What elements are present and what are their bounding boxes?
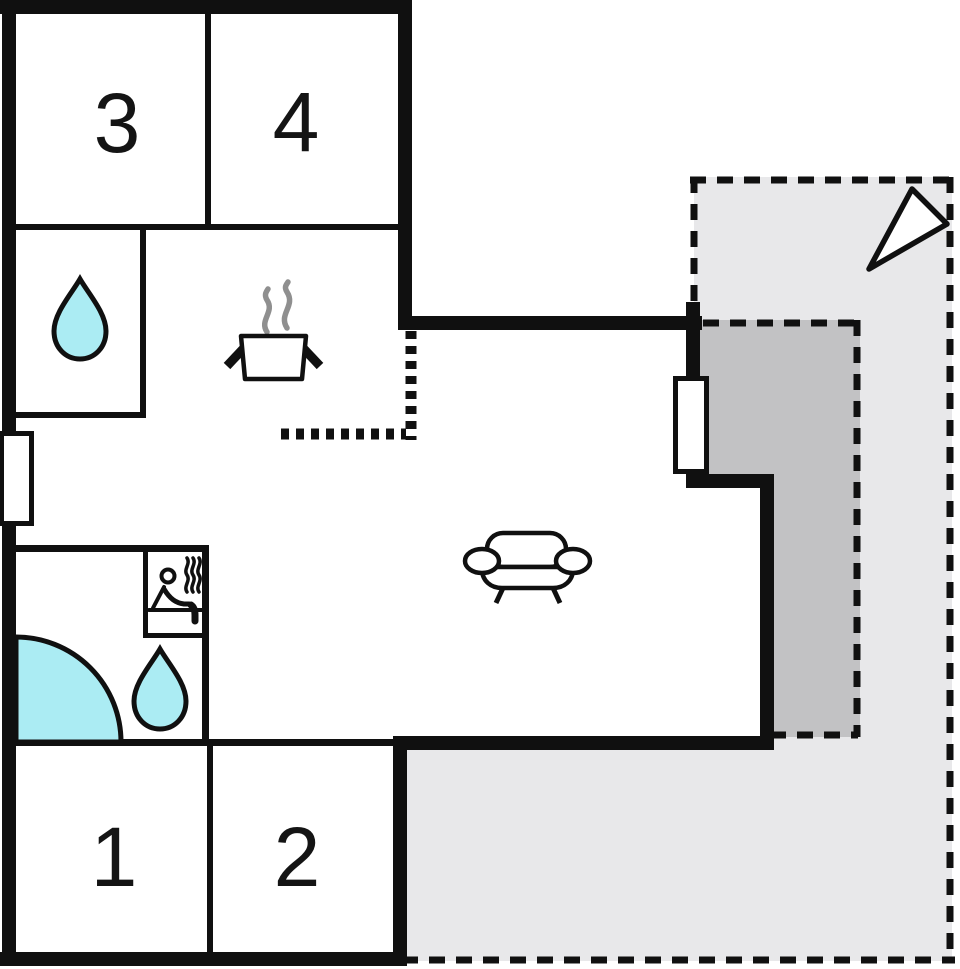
sofa-arm-right: [553, 546, 593, 576]
pot-body: [238, 333, 309, 382]
water-drop-icon: [131, 643, 189, 732]
wall-bath1-right: [140, 224, 146, 418]
wall-sauna-left: [143, 550, 148, 638]
wall-bath2-right: [202, 545, 209, 745]
room-label-2: 2: [274, 810, 321, 904]
sauna-steam-2: [190, 556, 196, 594]
pot-steam-left: [262, 286, 272, 335]
wall-living-bottom: [393, 736, 774, 750]
wall-rooms12-top: [14, 739, 399, 746]
window-living-room: [673, 376, 709, 474]
wall-living-right: [760, 474, 774, 750]
sofa-leg-right: [550, 586, 563, 605]
sofa-arm-left: [462, 546, 502, 576]
sauna-steam-1: [184, 556, 190, 594]
sauna-steam-3: [196, 556, 202, 594]
pot-steam-right: [281, 279, 293, 331]
sauna-icon: [147, 556, 204, 625]
wall-room1-room2-divider: [207, 746, 213, 956]
shower-icon: [13, 634, 124, 745]
wall-bath2-top: [14, 545, 209, 552]
interior-walls: [14, 14, 404, 956]
room-label-3: 3: [94, 76, 141, 170]
windows: [0, 376, 709, 526]
wall-room3-room4-divider: [205, 14, 211, 230]
terrace-dark-area: [700, 320, 860, 737]
wall-sauna-bottom: [143, 633, 209, 638]
room-label-4: 4: [273, 75, 320, 169]
terrace-dashed-boundary: [402, 176, 955, 964]
sauna-person-body: [161, 586, 192, 607]
wall-rooms34-bottom: [14, 224, 404, 230]
dark-terrace-dashed-boundary: [703, 319, 861, 739]
wall-bottom: [0, 952, 407, 966]
wall-rooms-right: [393, 736, 407, 966]
wall-mid-horizontal: [398, 316, 702, 330]
window-left-wall: [0, 431, 34, 526]
sofa-icon: [462, 530, 593, 605]
kitchen-dotted-divider: [281, 331, 417, 440]
cooking-pot-icon: [223, 279, 324, 382]
sauna-person-leg: [187, 601, 199, 625]
sauna-person-head: [159, 567, 177, 585]
wall-right-upper: [398, 0, 412, 330]
water-drop-icon: [51, 273, 109, 362]
wall-step-horizontal: [686, 474, 774, 488]
room-label-1: 1: [91, 810, 138, 904]
wall-top: [0, 0, 412, 14]
wall-window-top-stub: [686, 302, 700, 384]
wall-bath1-bottom: [14, 412, 146, 418]
north-arrow-icon: [866, 186, 950, 272]
exterior-walls: [0, 0, 774, 966]
sofa-leg-left: [493, 586, 506, 605]
